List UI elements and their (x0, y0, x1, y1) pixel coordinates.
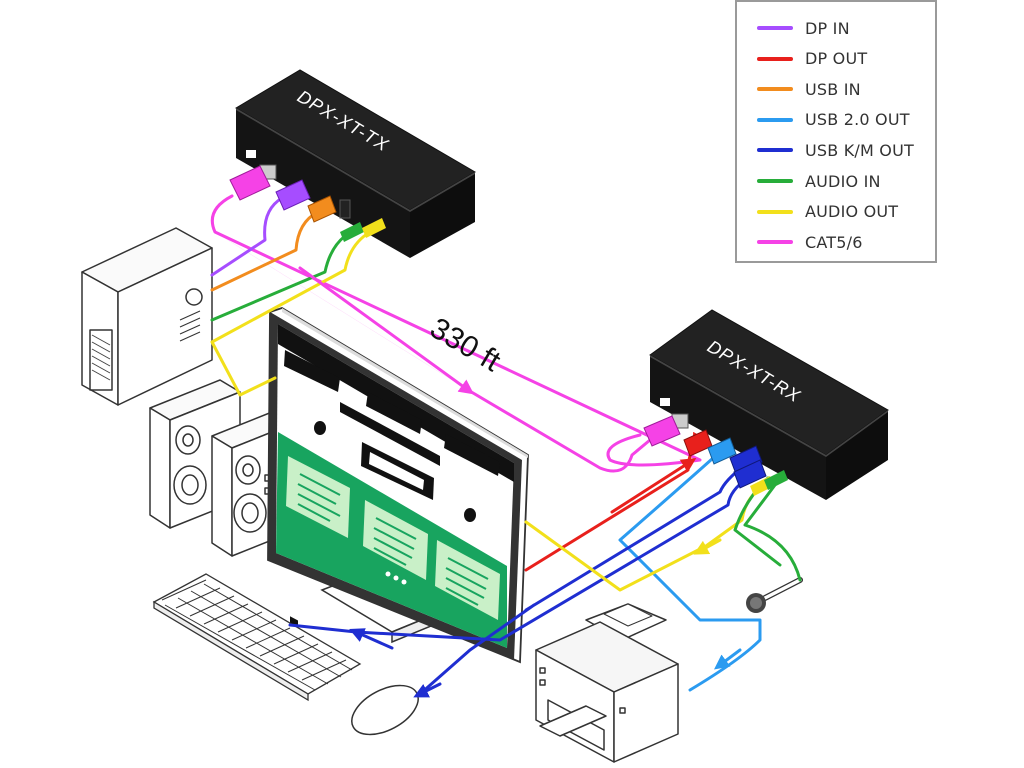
legend-swatch (757, 240, 793, 245)
legend-swatch (757, 26, 793, 30)
legend-label: USB 2.0 OUT (805, 110, 910, 130)
legend-item: CAT5/6 (757, 227, 863, 257)
legend-item: USB IN (757, 74, 861, 104)
pc-tower (81, 227, 213, 406)
legend-item: USB 2.0 OUT (757, 105, 910, 135)
legend-item: DP IN (757, 13, 850, 43)
legend-label: USB K/M OUT (805, 140, 914, 160)
microphone (746, 577, 803, 613)
legend-swatch (757, 209, 793, 214)
legend-label: AUDIO OUT (805, 202, 899, 222)
legend-swatch (757, 148, 793, 153)
printer (535, 603, 679, 763)
legend-item: USB K/M OUT (757, 135, 914, 165)
legend-item: AUDIO IN (757, 166, 881, 196)
legend-label: CAT5/6 (805, 232, 863, 252)
legend-item: DP OUT (757, 44, 867, 74)
legend-label: DP OUT (805, 49, 868, 69)
legend-swatch (757, 87, 793, 92)
legend-swatch (757, 179, 793, 183)
legend: DP IN DP OUT USB IN USB 2.0 OUT USB K/M OUT A… (735, 0, 937, 263)
legend-label: USB IN (805, 79, 861, 99)
monitor (267, 307, 529, 664)
mouse (351, 684, 419, 736)
keyboard (152, 573, 362, 702)
legend-label: DP IN (805, 18, 850, 38)
receiver-box (643, 309, 889, 500)
legend-swatch (757, 117, 793, 122)
legend-item: AUDIO OUT (757, 197, 898, 227)
legend-label: AUDIO IN (805, 171, 881, 191)
transmitter-box (229, 69, 476, 258)
legend-swatch (757, 56, 793, 61)
